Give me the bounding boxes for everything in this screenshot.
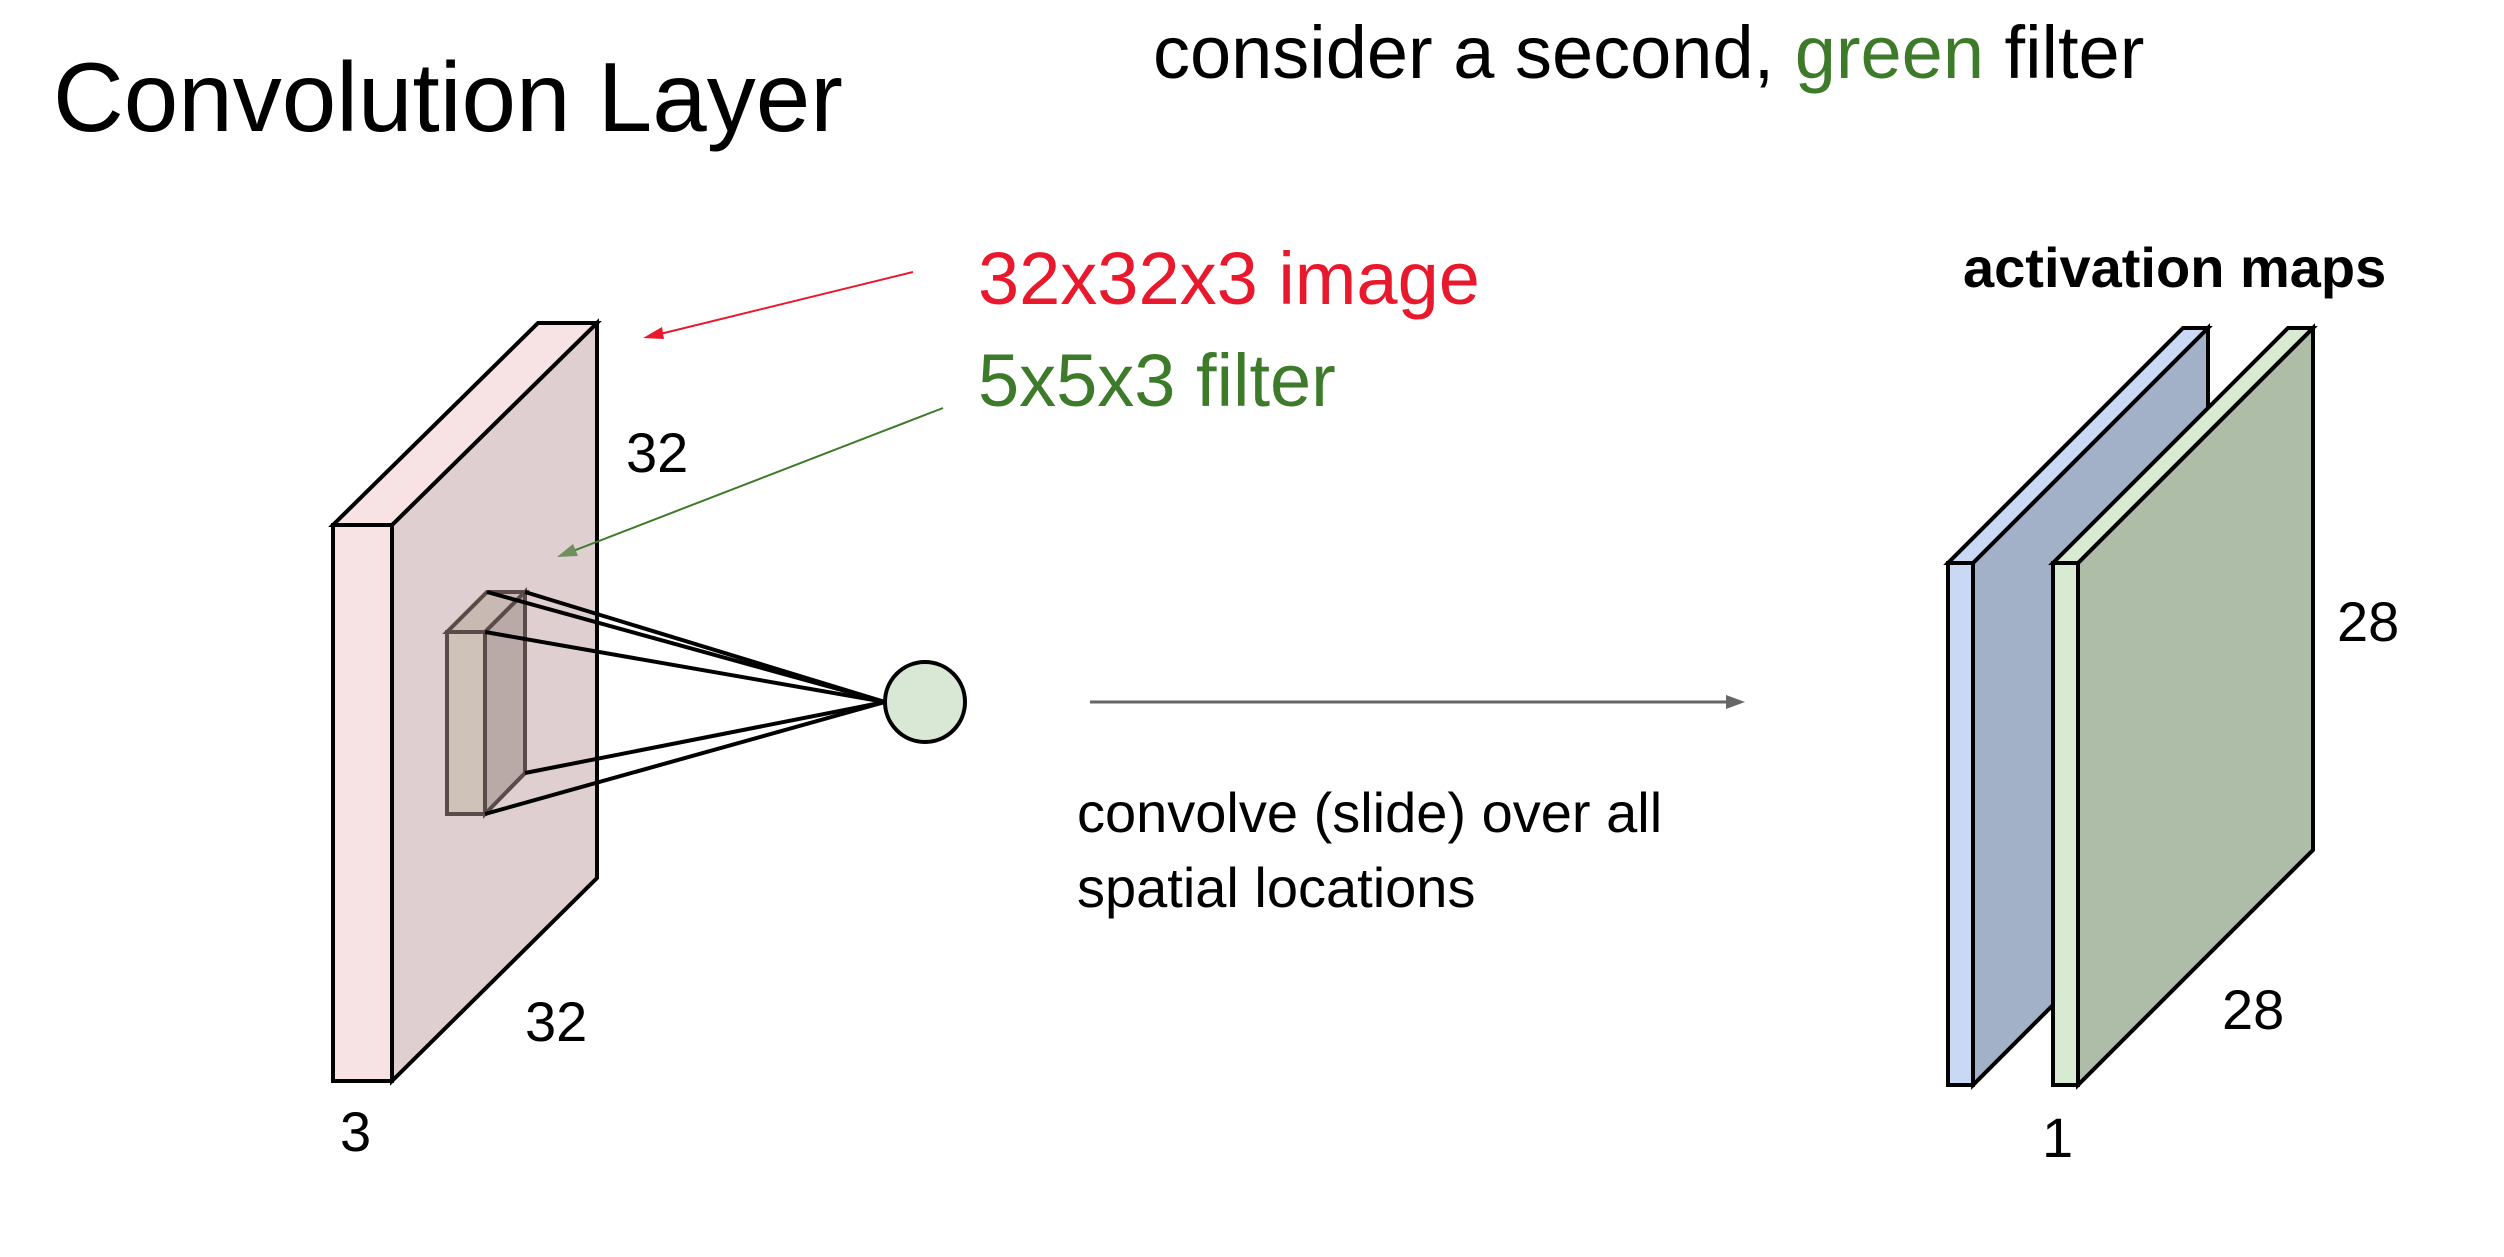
connection-line [524,590,886,704]
output-width-label: 28 [2222,978,2285,1041]
slide-title: Convolution Layer [53,42,843,152]
input-width-label: 32 [525,990,588,1053]
output-depth-label: 1 [2042,1106,2074,1169]
subtitle-text-end: filter [1983,11,2145,94]
input-height-label: 32 [626,421,689,484]
subtitle-highlight: green [1794,11,1984,94]
operation-caption-line: spatial locations [1077,856,1476,919]
output-height-label: 28 [2337,590,2400,653]
image-label: 32x32x3 image [978,237,1480,320]
filter-label: 5x5x3 filter [978,339,1336,422]
image-label-arrow [643,271,914,339]
neuron-circle [883,660,967,744]
connection-line [524,700,886,775]
input-depth-label: 3 [340,1100,372,1163]
activation-map-blue-side [1946,561,1975,1087]
connection-line [484,700,886,816]
filter-block [442,587,530,819]
input-volume-side [331,523,394,1083]
filter-block-front [445,630,487,816]
connection-line [484,630,886,704]
filter-connections [484,590,886,816]
operation-caption: convolve (slide) over all spatial locati… [1077,775,1797,925]
activation-map-green [2048,323,2318,1090]
operation-caption-line: convolve (slide) over all [1077,781,1663,844]
filter-block-back [483,587,527,819]
subtitle-text: consider a second, [1153,11,1795,94]
slide-subtitle: consider a second, green filter [1153,16,2144,90]
filter-label-arrow [557,407,944,557]
slide-arrow [1090,695,1745,709]
activation-map-green-side [2051,561,2080,1087]
activation-maps-label: activation maps [1963,236,2387,299]
